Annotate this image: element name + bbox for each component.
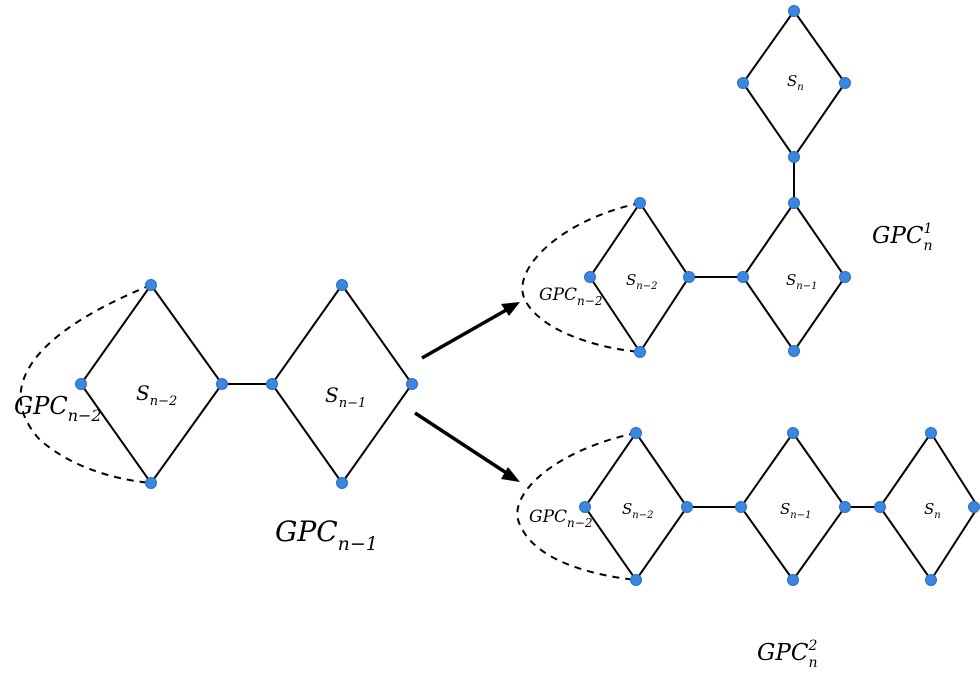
node xyxy=(75,378,87,390)
bottom-caption: GPCn2 xyxy=(757,638,817,671)
node xyxy=(145,477,157,489)
bottom-s2-label: Sn−1 xyxy=(780,500,811,521)
arrow-to-bottom-head xyxy=(501,467,520,482)
left-caption: GPCn−1 xyxy=(275,515,378,555)
node xyxy=(839,501,851,513)
top-right-graph: GPCn−2 Sn−2 Sn−1 Sn GPCn1 xyxy=(521,5,932,358)
node xyxy=(634,197,646,209)
bottom-right-graph: GPCn−2 Sn−2 Sn−1 Sn GPCn2 xyxy=(516,427,980,671)
bottom-gpc-hub-ellipse xyxy=(516,432,637,581)
left-gpc-hub-ellipse xyxy=(19,284,152,484)
node xyxy=(216,378,228,390)
arrow-to-top-head xyxy=(501,302,520,316)
arrows xyxy=(414,302,520,482)
left-hub-label: GPCn−2 xyxy=(14,392,102,425)
node xyxy=(584,271,596,283)
node xyxy=(737,271,749,283)
node xyxy=(406,378,418,390)
top-gpc-hub-ellipse xyxy=(521,202,641,353)
node xyxy=(839,271,851,283)
node xyxy=(788,197,800,209)
node xyxy=(787,574,799,586)
arrow-to-bottom xyxy=(414,411,509,476)
left-graph: GPCn−2 Sn−2 Sn−1 GPCn−1 xyxy=(14,279,418,555)
node xyxy=(336,279,348,291)
top-caption: GPCn1 xyxy=(872,221,932,254)
top-s1-label: Sn−2 xyxy=(626,271,657,292)
bottom-s1-label: Sn−2 xyxy=(622,500,653,521)
top-hub-label: GPCn−2 xyxy=(539,285,602,308)
left-diamond-s-n-minus-1 xyxy=(270,283,414,485)
node xyxy=(681,501,693,513)
top-diamond-s-n-minus-2 xyxy=(588,201,691,354)
node xyxy=(788,5,800,17)
node xyxy=(874,501,886,513)
bottom-diamond-s-n-minus-2 xyxy=(583,431,689,582)
node xyxy=(839,77,851,89)
bottom-hub-label: GPCn−2 xyxy=(529,507,592,530)
left-s1-label: Sn−2 xyxy=(136,381,177,409)
node xyxy=(737,77,749,89)
node xyxy=(634,346,646,358)
node xyxy=(788,345,800,357)
node xyxy=(735,501,747,513)
node xyxy=(968,501,980,513)
node xyxy=(145,279,157,291)
node xyxy=(630,427,642,439)
bottom-s3-label: Sn xyxy=(924,500,941,521)
left-diamond-s-n-minus-2 xyxy=(79,283,224,485)
node xyxy=(925,574,937,586)
node xyxy=(787,427,799,439)
node xyxy=(925,427,937,439)
node xyxy=(579,501,591,513)
arrow-to-top xyxy=(421,307,509,360)
node xyxy=(788,151,800,163)
node xyxy=(266,378,278,390)
node xyxy=(683,271,695,283)
node xyxy=(630,574,642,586)
left-s2-label: Sn−1 xyxy=(325,383,366,411)
bottom-diamond-s-n-minus-1 xyxy=(739,431,847,582)
top-s3-label: Sn xyxy=(787,72,804,93)
node xyxy=(336,477,348,489)
top-s2-label: Sn−1 xyxy=(786,271,817,292)
